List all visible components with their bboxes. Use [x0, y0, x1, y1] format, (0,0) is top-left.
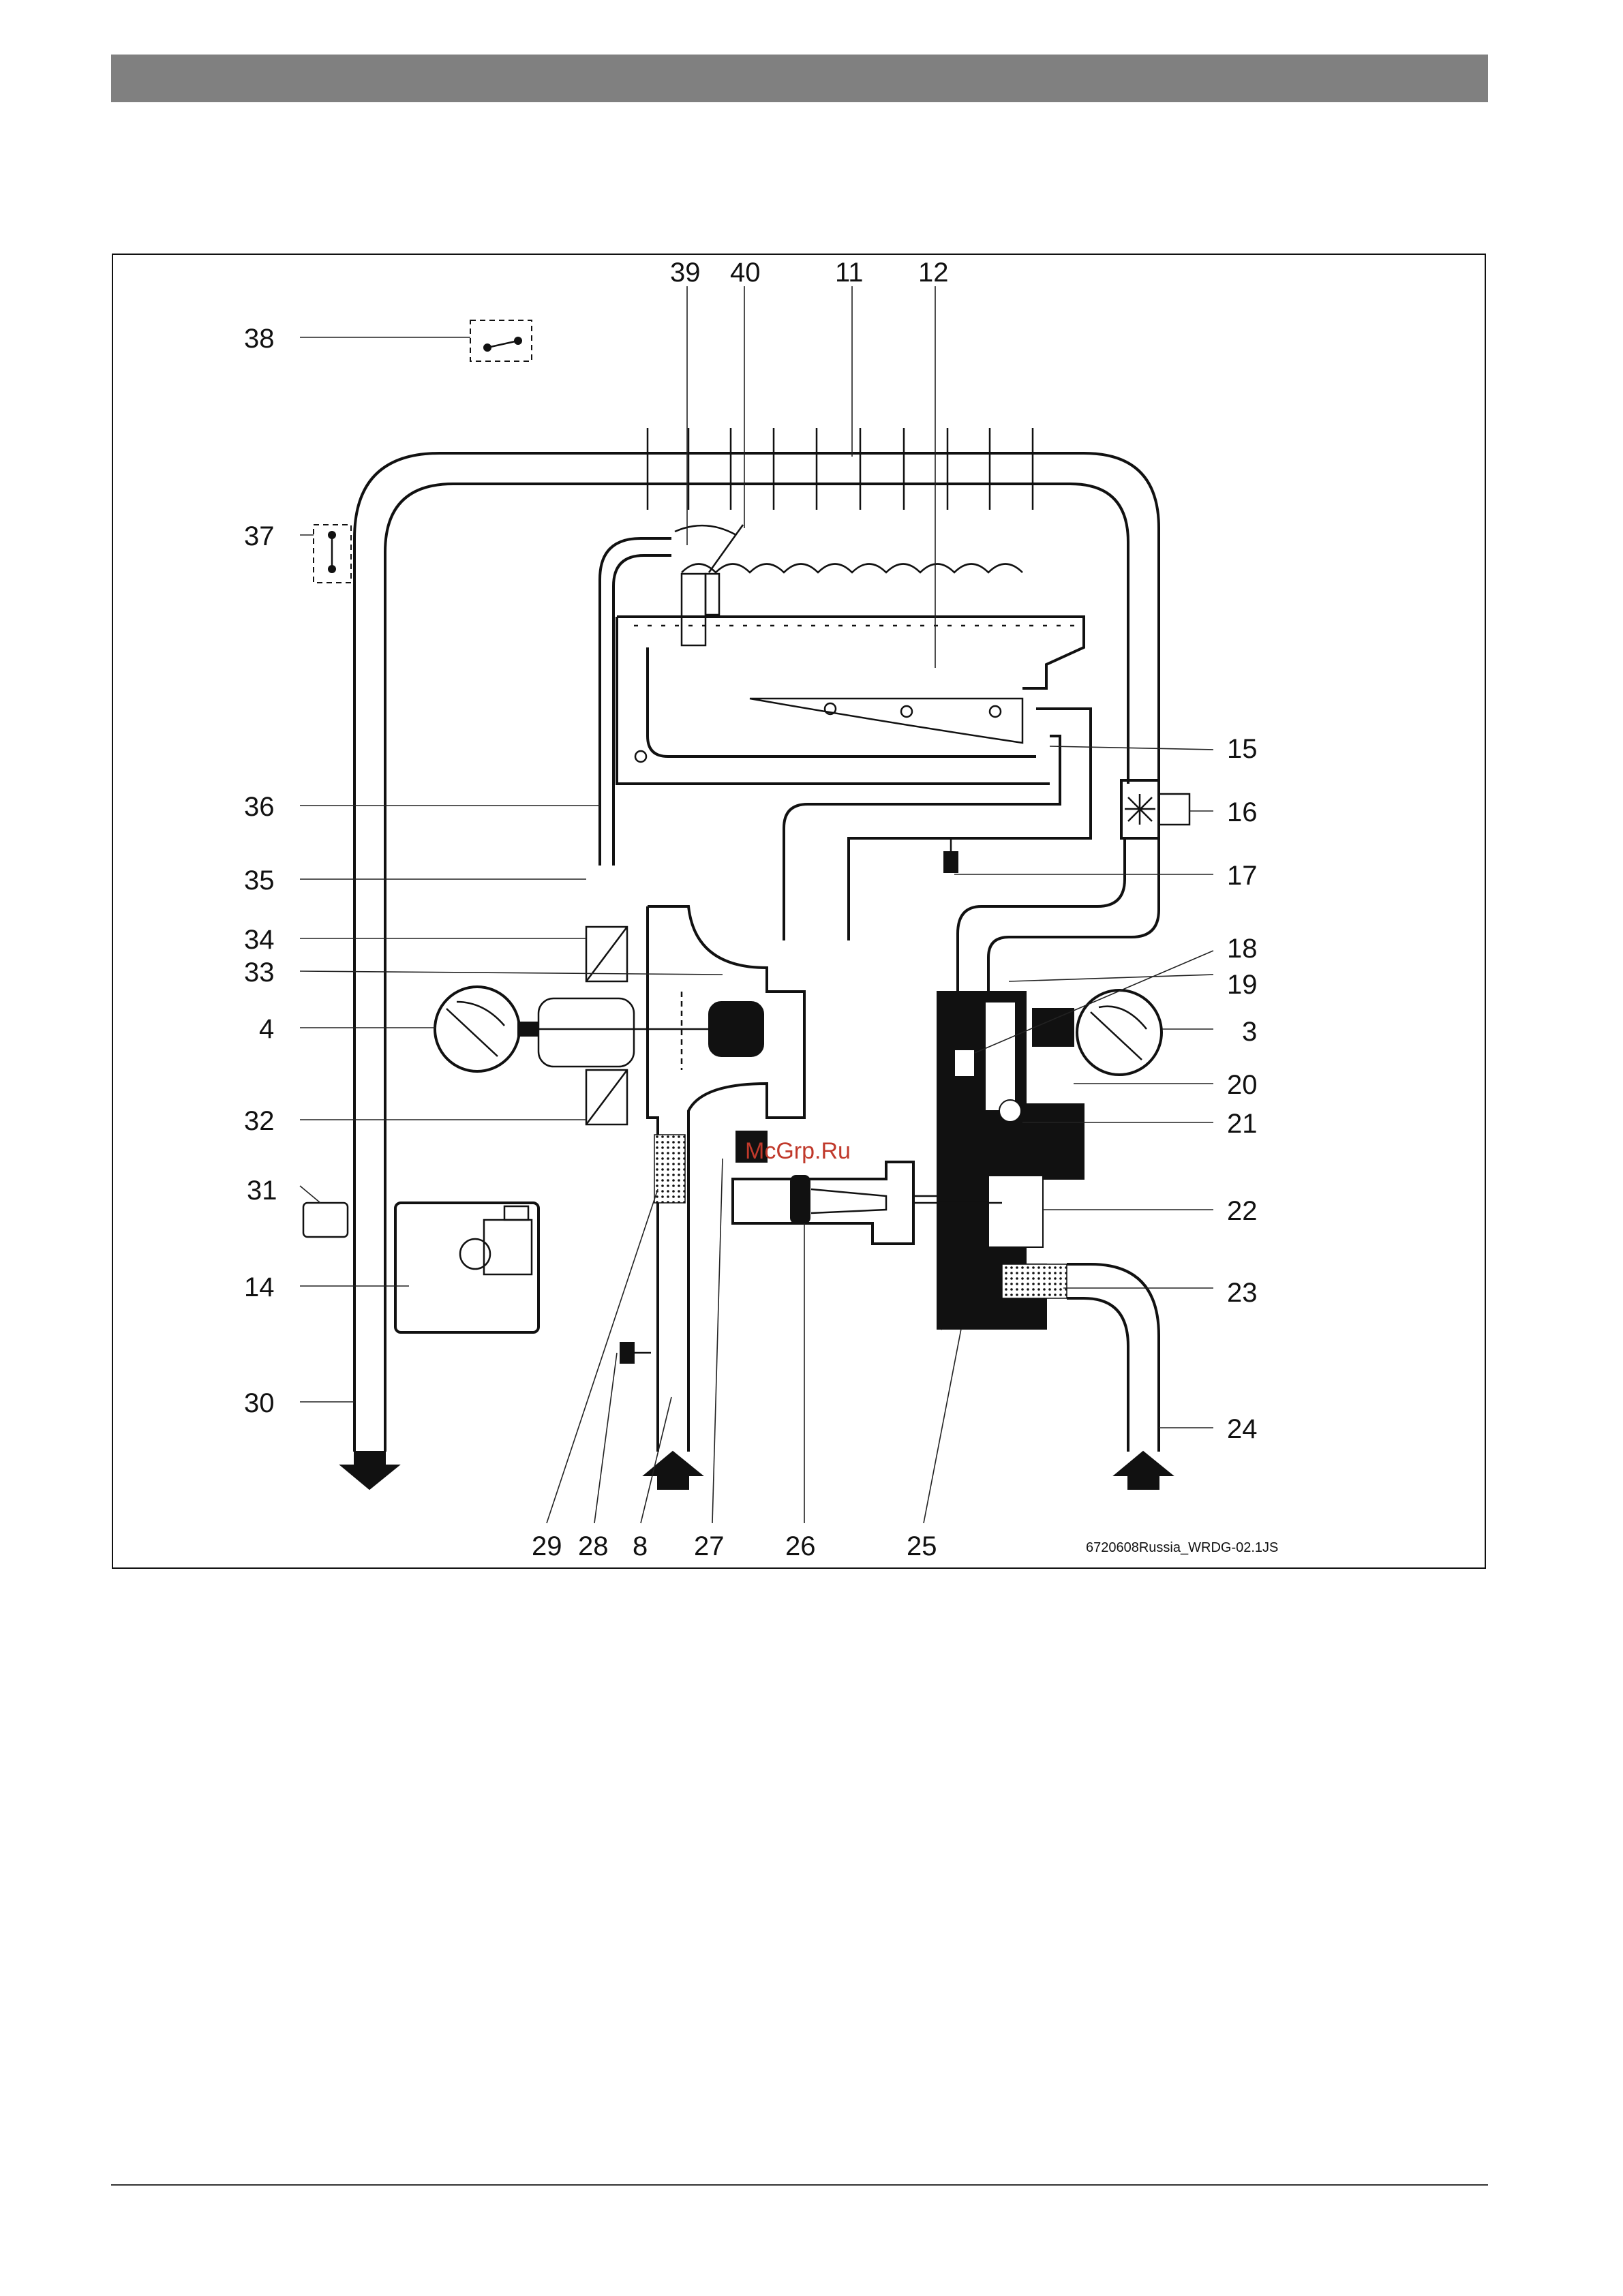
- callout-33: 33: [244, 958, 275, 988]
- callout-29: 29: [532, 1531, 562, 1561]
- callout-37: 37: [244, 521, 275, 551]
- sensor-icon: [303, 1203, 348, 1237]
- callout-3: 3: [1242, 1017, 1257, 1047]
- callout-28: 28: [578, 1531, 609, 1561]
- exchanger-fins: [648, 428, 1033, 510]
- callout-12: 12: [918, 258, 949, 288]
- callout-27: 27: [694, 1531, 725, 1561]
- switch-icon: [470, 320, 532, 361]
- callout-25: 25: [907, 1531, 937, 1561]
- callout-39: 39: [670, 258, 701, 288]
- callout-11: 11: [835, 258, 864, 288]
- callout-16: 16: [1227, 797, 1258, 827]
- sensor-icon: [944, 838, 958, 872]
- callout-24: 24: [1227, 1414, 1258, 1444]
- gauge-icon: [435, 987, 716, 1071]
- burner-assembly: [617, 564, 1091, 941]
- callout-4: 4: [259, 1014, 274, 1044]
- callout-17: 17: [1227, 861, 1258, 891]
- callout-14: 14: [244, 1272, 275, 1302]
- callout-38: 38: [244, 324, 275, 354]
- callout-22: 22: [1227, 1196, 1258, 1226]
- gas-valve-block: [539, 538, 804, 1452]
- callout-35: 35: [244, 866, 275, 896]
- callout-19: 19: [1227, 970, 1258, 1000]
- callout-8: 8: [633, 1531, 648, 1561]
- gauge-icon: [1033, 990, 1162, 1075]
- callout-18: 18: [1227, 934, 1258, 964]
- leader-lines: [300, 286, 1213, 1523]
- figure-id: 6720608Russia_WRDG-02.1JS: [1086, 1540, 1278, 1555]
- callout-26: 26: [785, 1531, 816, 1561]
- callout-36: 36: [244, 792, 275, 822]
- flow-arrow-icon: [341, 1452, 1172, 1489]
- control-unit-icon: [395, 1203, 539, 1332]
- callout-30: 30: [244, 1388, 275, 1418]
- ignition-electrodes: [675, 525, 743, 645]
- callout-34: 34: [244, 925, 275, 955]
- callout-31: 31: [247, 1176, 277, 1206]
- callout-32: 32: [244, 1106, 275, 1136]
- test-nipple-icon: [620, 1343, 651, 1363]
- switch-icon: [314, 525, 351, 583]
- callout-15: 15: [1227, 734, 1258, 764]
- callout-40: 40: [730, 258, 761, 288]
- callout-20: 20: [1227, 1070, 1258, 1100]
- callout-21: 21: [1227, 1109, 1258, 1139]
- watermark: McGrp.Ru: [745, 1138, 851, 1164]
- callout-23: 23: [1227, 1278, 1258, 1308]
